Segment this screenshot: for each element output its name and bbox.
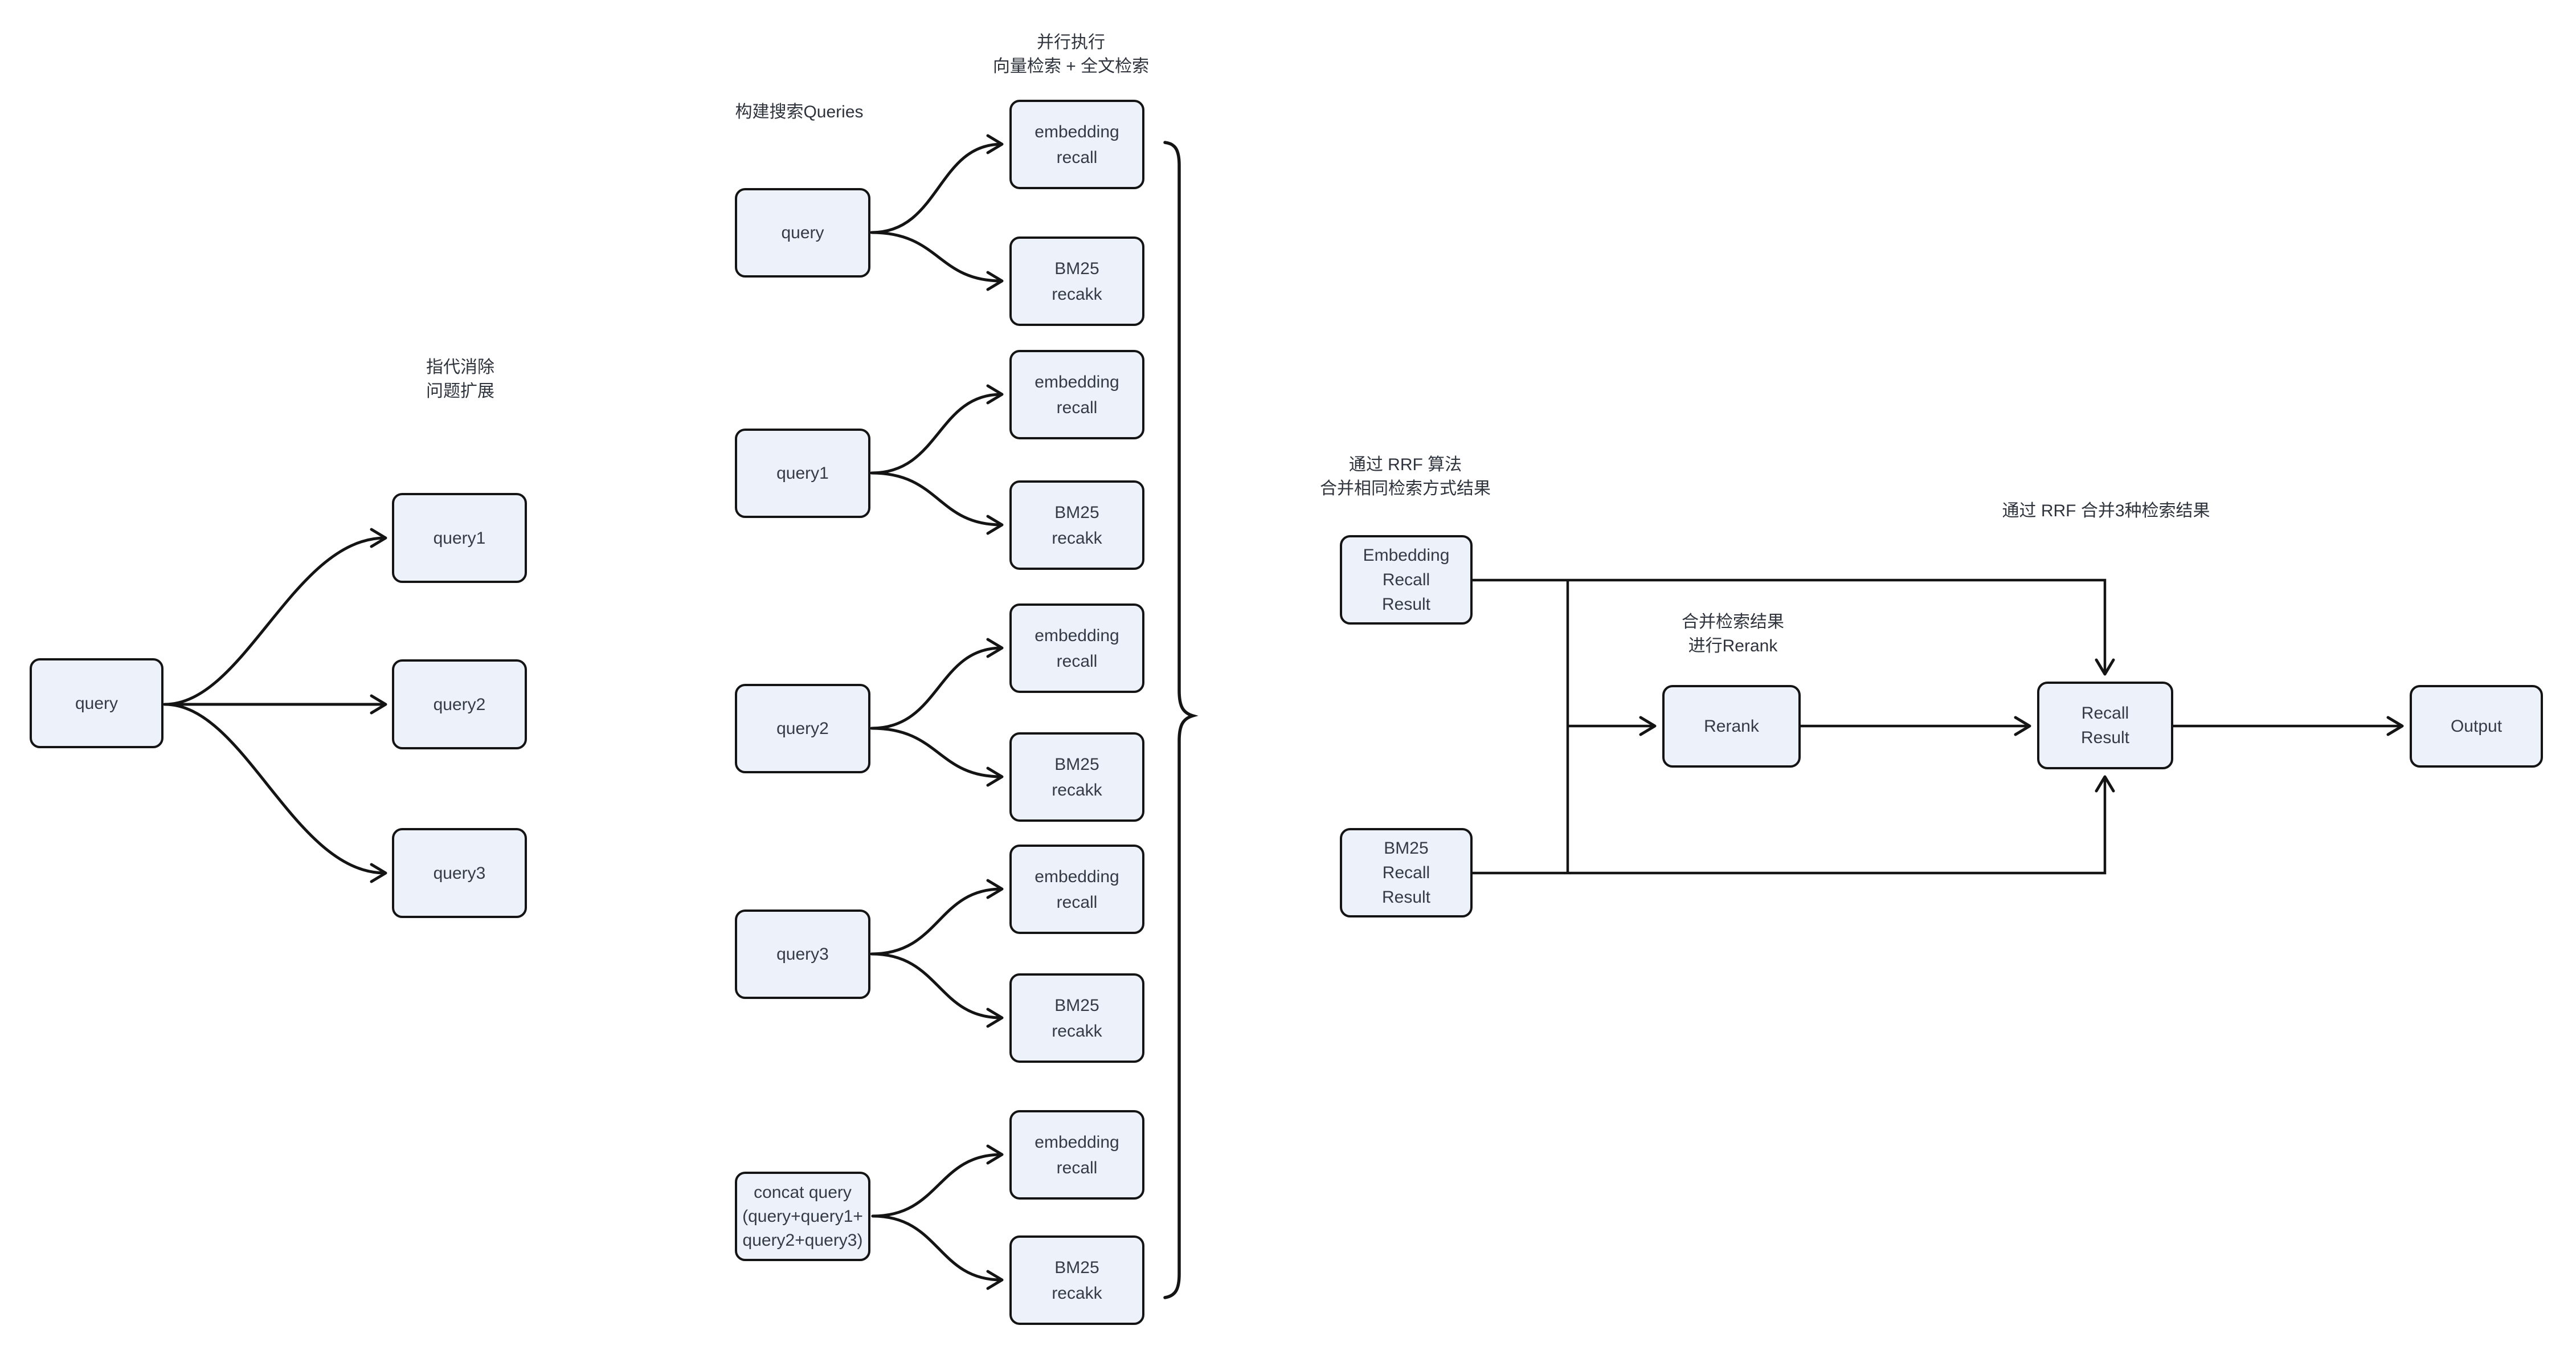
- connector-midquery1-bm25-2: [870, 471, 1004, 535]
- annotation-rrf-merge-three: 通过 RRF 合并3种检索结果: [2002, 501, 2210, 520]
- node-output: Output: [2410, 685, 2543, 768]
- node-bm25-recall-5: BM25 recakk: [1009, 1235, 1144, 1325]
- connector-midquery2-embedding3: [870, 638, 1004, 730]
- connector-concat-bm25-5: [871, 1214, 1004, 1290]
- node-search-query: query: [735, 188, 870, 278]
- node-search-query2: query2: [735, 684, 870, 773]
- connector-query-to-query3: [163, 703, 387, 883]
- connector-midquery-embedding1: [870, 134, 1004, 234]
- annotation-coreference-expansion: 指代消除 问题扩展: [426, 358, 494, 401]
- connector-query-to-query1: [163, 528, 387, 706]
- node-embedding-recall-5: embedding recall: [1009, 1110, 1144, 1200]
- annotation-build-queries: 构建搜索Queries: [735, 103, 864, 121]
- connector-concat-embedding5: [871, 1144, 1004, 1218]
- connector-midquery1-embedding2: [870, 384, 1004, 475]
- annotation-rrf-merge-same: 通过 RRF 算法 合并相同检索方式结果: [1320, 455, 1491, 498]
- node-query-source: query: [30, 658, 163, 748]
- connector-midquery2-bm25-3: [870, 727, 1004, 787]
- node-embedding-recall-4: embedding recall: [1009, 845, 1144, 934]
- connector-midquery3-embedding4: [870, 879, 1004, 956]
- node-bm25-recall-1: BM25 recakk: [1009, 236, 1144, 326]
- curly-brace: [1163, 141, 1199, 1299]
- connector-midquery3-bm25-4: [870, 952, 1004, 1028]
- node-concat-query: concat query (query+query1+ query2+query…: [735, 1172, 870, 1261]
- node-rerank: Rerank: [1662, 685, 1801, 768]
- connector-bm25-result-to-recall-result: [1473, 775, 2115, 875]
- node-search-query3: query3: [735, 910, 870, 999]
- node-bm25-recall-4: BM25 recakk: [1009, 973, 1144, 1063]
- node-embedding-recall-2: embedding recall: [1009, 350, 1144, 439]
- node-query1-expanded: query1: [392, 493, 527, 583]
- node-recall-result: Recall Result: [2037, 682, 2173, 769]
- node-embedding-recall-3: embedding recall: [1009, 603, 1144, 693]
- node-bm25-recall-3: BM25 recakk: [1009, 732, 1144, 822]
- node-bm25-recall-result: BM25 Recall Result: [1340, 828, 1473, 917]
- node-bm25-recall-2: BM25 recakk: [1009, 480, 1144, 570]
- node-embedding-recall-1: embedding recall: [1009, 100, 1144, 189]
- annotation-merge-rerank: 合并检索结果 进行Rerank: [1682, 613, 1784, 655]
- node-embedding-recall-result: Embedding Recall Result: [1340, 535, 1473, 625]
- connector-midquery-bm25-1: [870, 231, 1004, 291]
- node-query3-expanded: query3: [392, 828, 527, 918]
- node-query2-expanded: query2: [392, 659, 527, 749]
- node-search-query1: query1: [735, 429, 870, 518]
- connector-embedding-result-to-recall-result: [1473, 578, 2115, 676]
- annotation-parallel-execution: 并行执行 向量检索 + 全文检索: [992, 33, 1150, 76]
